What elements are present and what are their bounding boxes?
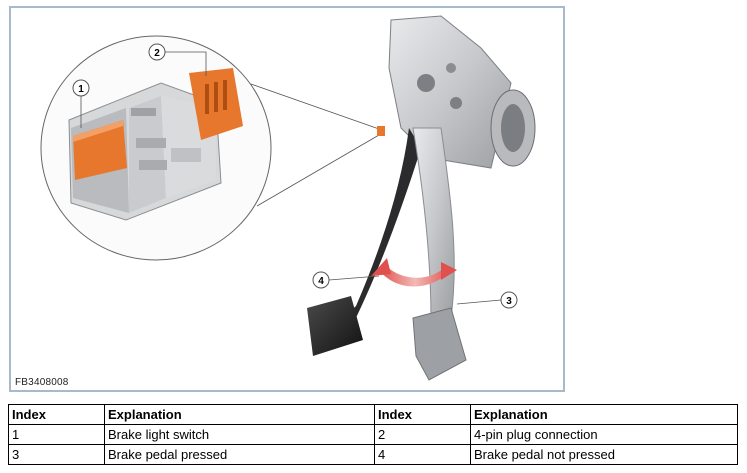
svg-text:3: 3 [506, 296, 512, 307]
callout-3: 3 [500, 291, 518, 309]
motion-arrow [379, 264, 451, 287]
svg-text:4: 4 [318, 276, 324, 287]
index-cell: 3 [8, 444, 105, 465]
callout-1: 1 [72, 79, 90, 97]
switch-on-assembly [377, 126, 385, 136]
legend-table: Index Explanation Index Explanation 1 Br… [8, 404, 738, 465]
svg-text:2: 2 [154, 48, 160, 59]
callout-4: 4 [312, 271, 330, 289]
figure-code: FB3408008 [15, 377, 69, 388]
callout-2: 2 [148, 43, 166, 61]
explanation-cell: Brake light switch [104, 424, 375, 445]
explanation-cell: Brake pedal not pressed [470, 444, 738, 465]
pedal-illustration: 1 2 3 4 [40, 15, 536, 381]
index-cell: 4 [374, 444, 471, 465]
index-cell: 1 [8, 424, 105, 445]
header-index: Index [374, 404, 471, 425]
diagram-figure: 1 2 3 4 FB3408008 [9, 6, 565, 392]
legend-header-row: Index Explanation Index Explanation [8, 404, 738, 425]
svg-text:1: 1 [78, 84, 84, 95]
index-cell: 2 [374, 424, 471, 445]
brake-pedal-released [412, 127, 467, 381]
table-row: 1 Brake light switch 2 4-pin plug connec… [8, 424, 738, 445]
brake-pedal-pressed [307, 128, 421, 356]
brake-light-switch-detail [68, 68, 243, 221]
explanation-cell: Brake pedal pressed [104, 444, 375, 465]
explanation-cell: 4-pin plug connection [470, 424, 738, 445]
header-index: Index [8, 404, 105, 425]
header-explanation: Explanation [470, 404, 738, 425]
table-row: 3 Brake pedal pressed 4 Brake pedal not … [8, 444, 738, 465]
header-explanation: Explanation [104, 404, 375, 425]
